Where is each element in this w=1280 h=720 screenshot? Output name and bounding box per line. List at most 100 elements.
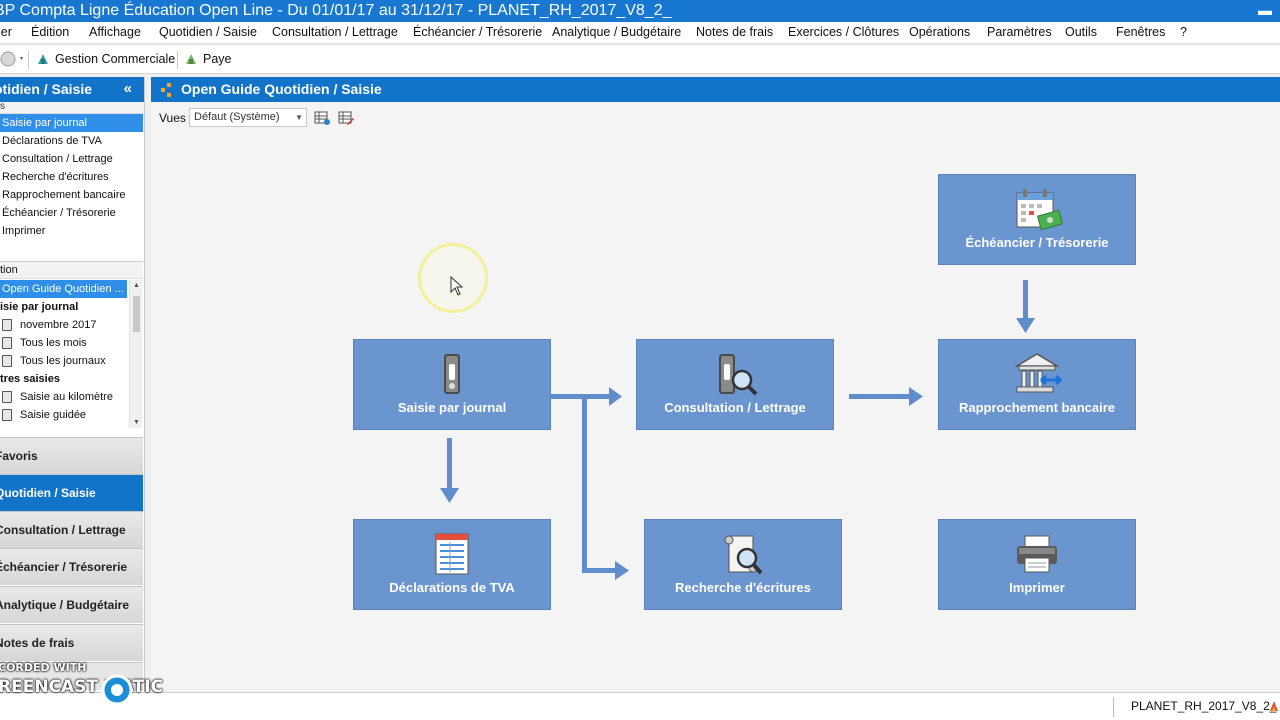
chevron-down-icon: ▼ <box>295 113 303 122</box>
tile-label: Consultation / Lettrage <box>664 400 806 415</box>
menu-parametres[interactable]: Paramètres <box>987 25 1052 39</box>
calendar-money-icon <box>1016 189 1063 231</box>
tile-label: Rapprochement bancaire <box>958 400 1116 415</box>
tile-label: Imprimer <box>1009 580 1065 595</box>
tree-item-label: novembre 2017 <box>20 319 97 331</box>
menu-fichier[interactable]: ier <box>0 25 12 39</box>
tree-item-open-guide[interactable]: Open Guide Quotidien ... <box>0 280 127 298</box>
minimize-button[interactable]: ▬ <box>1258 2 1272 18</box>
menu-help[interactable]: ? <box>1180 25 1187 39</box>
journal-icon <box>2 355 12 367</box>
main-header: Open Guide Quotidien / Saisie <box>151 77 1280 102</box>
sidebar-header: otidien / Saisie « <box>0 77 144 102</box>
tree-item-tous-les-journaux[interactable]: Tous les journaux <box>0 352 143 370</box>
toolbar: Gestion Commerciale Paye <box>0 46 1280 74</box>
tree-item-saisie-kilometre[interactable]: Saisie au kilomètre <box>0 388 143 406</box>
task-list: Saisie par journal Déclarations de TVA C… <box>0 114 144 240</box>
tile-label: Échéancier / Trésorerie <box>965 235 1109 250</box>
scroll-down-icon[interactable]: ▼ <box>133 419 140 426</box>
tile-recherche-ecritures[interactable]: Recherche d'écritures <box>644 519 842 610</box>
tile-consultation-lettrage[interactable]: Consultation / Lettrage <box>636 339 834 430</box>
scroll-up-icon[interactable]: ▲ <box>133 282 140 289</box>
scroll-search-icon <box>724 535 763 575</box>
grid-icon <box>2 409 12 421</box>
navigation-tree: Open Guide Quotidien ... isie par journa… <box>0 280 143 430</box>
tile-rapprochement-bancaire[interactable]: Rapprochement bancaire <box>938 339 1136 430</box>
form-document-icon <box>435 533 469 575</box>
tree-item-saisie-guidee[interactable]: Saisie guidée <box>0 406 143 424</box>
task-consultation-lettrage[interactable]: Consultation / Lettrage <box>2 153 113 165</box>
paye-label: Paye <box>203 52 232 66</box>
tile-label: Saisie par journal <box>397 400 507 415</box>
tasks-section-header: s <box>0 102 144 114</box>
scroll-thumb[interactable] <box>133 296 140 332</box>
menu-bar: ier Édition Affichage Quotidien / Saisie… <box>0 22 1280 44</box>
tree-scrollbar[interactable]: ▲ ▼ <box>129 280 142 428</box>
nav-label: Quotidien / Saisie <box>0 486 96 500</box>
view-settings-icon[interactable] <box>314 110 331 126</box>
tile-echeancier-tresorerie[interactable]: Échéancier / Trésorerie <box>938 174 1136 265</box>
menu-quotidien-saisie[interactable]: Quotidien / Saisie <box>159 25 257 39</box>
vues-select-value: Défaut (Système) <box>194 111 280 123</box>
journal-icon <box>2 337 12 349</box>
menu-outils[interactable]: Outils <box>1065 25 1097 39</box>
nav-label: Consultation / Lettrage <box>0 523 126 537</box>
nav-label: Analytique / Budgétaire <box>0 598 130 612</box>
task-imprimer[interactable]: Imprimer <box>2 225 46 237</box>
tree-group-autres-saisies[interactable]: tres saisies <box>0 373 60 385</box>
task-rapprochement-bancaire[interactable]: Rapprochement bancaire <box>2 189 126 201</box>
circle-arrow-icon <box>0 51 23 67</box>
watermark-line1: CORDED WITH <box>0 661 87 674</box>
bank-icon <box>1014 353 1062 393</box>
vues-select[interactable]: Défaut (Système) ▼ <box>189 108 307 127</box>
menu-notes-de-frais[interactable]: Notes de frais <box>696 25 774 39</box>
tree-item-novembre-2017[interactable]: novembre 2017 <box>0 316 143 334</box>
nav-analytique-budgetaire[interactable]: Analytique / Budgétaire <box>0 586 143 623</box>
tile-declarations-tva[interactable]: Déclarations de TVA <box>353 519 551 610</box>
journal-icon <box>2 319 12 331</box>
view-edit-icon[interactable] <box>338 110 355 126</box>
collapse-panel-button[interactable]: « <box>123 80 132 97</box>
menu-analytique-budgetaire[interactable]: Analytique / Budgétaire <box>552 25 682 39</box>
tree-item-label: Tous les journaux <box>20 355 106 367</box>
paye-button[interactable]: Paye <box>184 52 232 66</box>
nav-quotidien-saisie[interactable]: Quotidien / Saisie <box>0 474 143 511</box>
tile-label: Déclarations de TVA <box>389 580 515 595</box>
tree-group-saisie-par-journal[interactable]: isie par journal <box>0 301 79 313</box>
tile-saisie-par-journal[interactable]: Saisie par journal <box>353 339 551 430</box>
nav-label: Notes de frais <box>0 636 75 650</box>
binder-icon <box>444 354 460 394</box>
menu-operations[interactable]: Opérations <box>909 25 971 39</box>
task-recherche-ecritures[interactable]: Recherche d'écritures <box>2 171 109 183</box>
menu-fenetres[interactable]: Fenêtres <box>1116 25 1166 39</box>
gestion-commerciale-icon <box>38 54 48 64</box>
gestion-commerciale-button[interactable]: Gestion Commerciale <box>36 52 175 66</box>
tree-item-label: Tous les mois <box>20 337 87 349</box>
menu-echeancier-tresorerie[interactable]: Échéancier / Trésorerie <box>413 25 543 39</box>
guide-icon <box>161 83 171 97</box>
menu-affichage[interactable]: Affichage <box>89 25 141 39</box>
document-icon <box>2 391 12 403</box>
menu-consultation-lettrage[interactable]: Consultation / Lettrage <box>272 25 398 39</box>
task-echeancier-tresorerie[interactable]: Échéancier / Trésorerie <box>2 207 116 219</box>
database-name: PLANET_RH_2017_V8_2_ <box>1131 699 1277 713</box>
nav-echeancier-tresorerie[interactable]: Échéancier / Trésorerie <box>0 548 143 585</box>
paye-icon <box>186 54 196 64</box>
tile-label: Recherche d'écritures <box>674 580 812 595</box>
tile-imprimer[interactable]: Imprimer <box>938 519 1136 610</box>
task-declarations-tva[interactable]: Déclarations de TVA <box>2 135 102 147</box>
screencast-logo-icon <box>101 674 133 706</box>
nav-notes-de-frais[interactable]: Notes de frais <box>0 624 143 661</box>
menu-exercices-clotures[interactable]: Exercices / Clôtures <box>788 25 900 39</box>
tree-item-label: Saisie au kilomètre <box>20 391 113 403</box>
gestion-commerciale-label: Gestion Commerciale <box>55 52 176 66</box>
window-title: BP Compta Ligne Éducation Open Line - Du… <box>0 2 672 19</box>
nav-label: Favoris <box>0 449 38 463</box>
task-saisie-par-journal[interactable]: Saisie par journal <box>0 114 143 132</box>
back-button[interactable] <box>0 51 26 67</box>
tree-item-tous-les-mois[interactable]: Tous les mois <box>0 334 143 352</box>
nav-consultation-lettrage[interactable]: Consultation / Lettrage <box>0 511 143 548</box>
mouse-pointer-icon <box>450 276 464 296</box>
nav-favoris[interactable]: Favoris <box>0 437 143 474</box>
menu-edition[interactable]: Édition <box>31 25 70 39</box>
